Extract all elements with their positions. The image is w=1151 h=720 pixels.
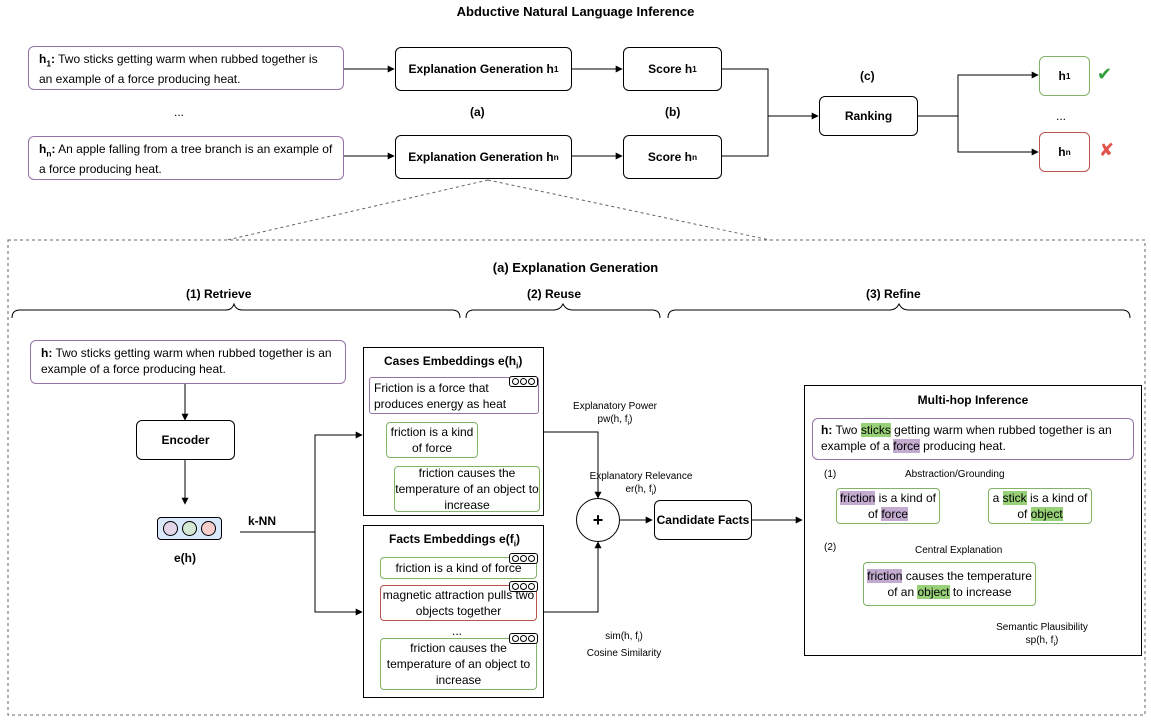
central-title: Central Explanation <box>915 545 1003 556</box>
embedding-icon <box>509 553 538 564</box>
facts-ellipsis: ... <box>452 624 463 638</box>
case-fact-b: friction causes the temperature of an ob… <box>394 466 540 512</box>
word-force: force <box>893 439 920 453</box>
embedding-vector <box>157 517 222 540</box>
central-fact: friction causes the temperature causes t… <box>863 562 1036 606</box>
hypothesis-box: h: Two sticks getting warm when rubbed t… <box>30 340 346 384</box>
label-c: (c) <box>860 69 875 83</box>
cross-icon: ✘ <box>1099 140 1115 160</box>
encoder-box: Encoder <box>136 420 235 460</box>
hypothesis-hn-box: hn: An apple falling from a tree branch … <box>28 136 344 180</box>
semantic-plausibility-label: Semantic Plausibility sp(h, fi) <box>996 622 1088 648</box>
hn-text: An apple falling from a tree branch is a… <box>39 142 333 177</box>
central-number: (2) <box>824 542 837 553</box>
knn-label: k-NN <box>248 514 277 528</box>
ellipsis-left: ... <box>174 105 185 119</box>
ranking-box: Ranking <box>819 96 918 136</box>
h1-text: Two sticks getting warm when rubbed toge… <box>39 52 318 87</box>
ellipsis-right: ... <box>1056 109 1067 123</box>
section-title: (a) Explanation Generation <box>492 260 659 275</box>
multi-hop-title: Multi-hop Inference <box>917 393 1029 407</box>
stage-retrieve: (1) Retrieve <box>186 287 252 301</box>
explanatory-relevance-label: Explanatory Relevance er(h, fi) <box>589 471 693 497</box>
label-b: (b) <box>665 105 681 119</box>
cases-title: Cases Embeddings e(hi) <box>384 354 523 371</box>
facts-title: Facts Embeddings e(fi) <box>389 532 521 549</box>
stage-refine: (3) Refine <box>866 287 921 301</box>
abstraction-number: (1) <box>824 469 837 480</box>
aggregate-plus: + <box>576 498 620 542</box>
case-fact-a: friction is a kind of force <box>386 422 478 458</box>
embedding-icon <box>509 376 538 387</box>
embedding-icon <box>509 633 538 644</box>
abstraction-fact-1: friction is a kind of of force <box>836 488 940 524</box>
explanatory-power-label: Explanatory Power pw(h, fi) <box>573 401 657 427</box>
stage-reuse: (2) Reuse <box>527 287 582 301</box>
mh-hypothesis: h: Two sticks getting warm when rubbed t… <box>812 418 1134 460</box>
word-sticks: sticks <box>860 423 891 437</box>
fact-1: friction is a kind of force <box>380 557 537 579</box>
eh-label: e(h) <box>174 551 196 565</box>
label-a: (a) <box>470 105 485 119</box>
hypothesis-h1-box: h1: Two sticks getting warm when rubbed … <box>28 46 344 90</box>
check-icon: ✔ <box>1097 64 1113 84</box>
h1-prefix: h1: <box>39 52 56 69</box>
candidate-facts-box: Candidate Facts <box>654 500 752 540</box>
fact-3: friction causes the temperature of an ob… <box>380 638 537 690</box>
grounding-fact-2: a stick is a kind of of object <box>988 488 1092 524</box>
abstraction-title: Abstraction/Grounding <box>905 469 1005 480</box>
hn-prefix: hn: <box>39 142 56 159</box>
cosine-similarity-label: sim(h, fi) Cosine Similarity <box>586 631 662 659</box>
embedding-icon <box>509 581 538 592</box>
page-title: Abductive Natural Language Inference <box>456 4 695 19</box>
